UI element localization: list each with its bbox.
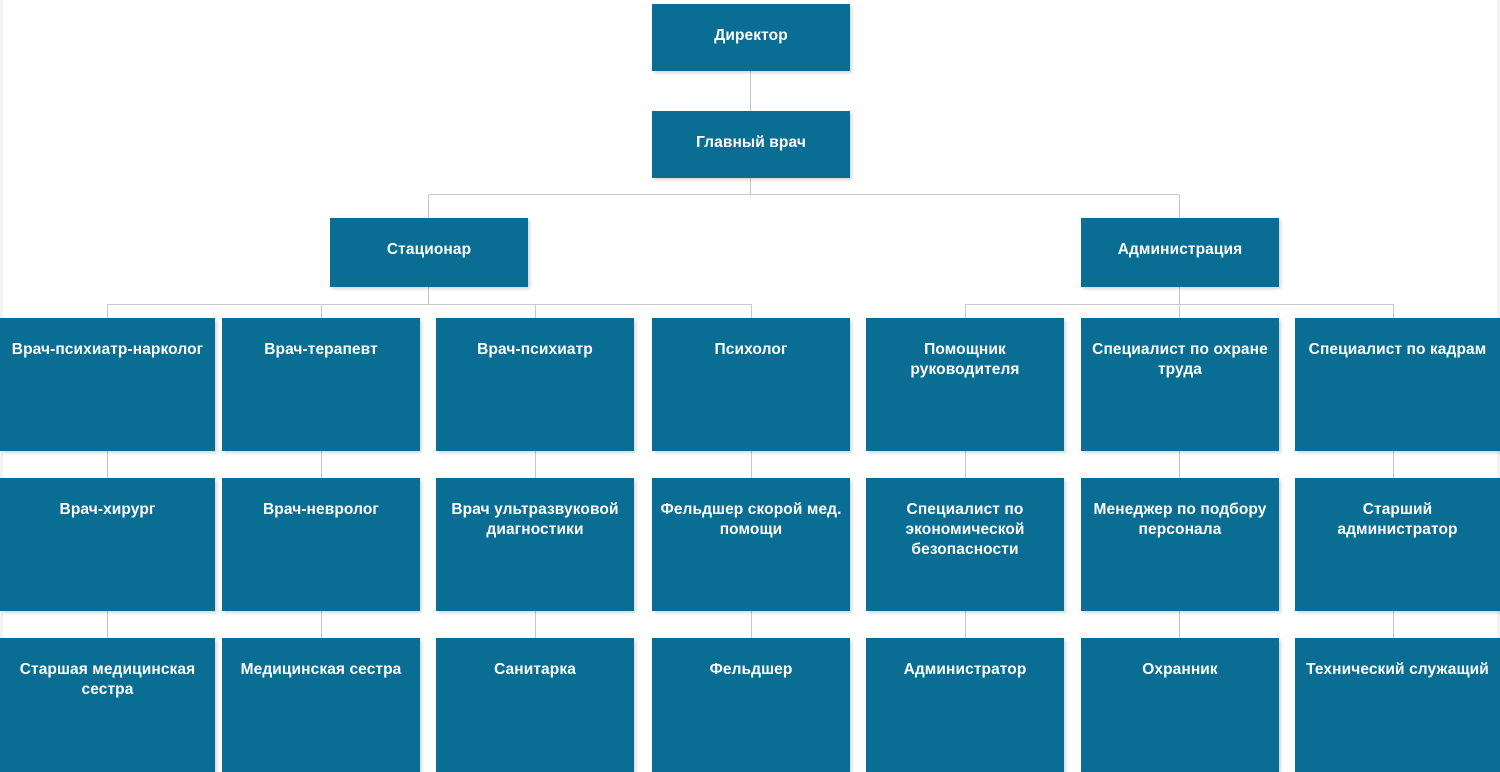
node-chief-doctor[interactable]: Главный врач — [652, 111, 850, 178]
connector-col5-r4-r5 — [965, 451, 966, 478]
node-recruitment-manager-label: Менеджер по подбору персонала — [1093, 501, 1267, 538]
node-recruitment-manager[interactable]: Менеджер по подбору персонала — [1081, 478, 1279, 611]
node-hr-specialist-label: Специалист по кадрам — [1308, 341, 1487, 358]
connector-hospital-child-1 — [107, 304, 108, 318]
connector-hospital-child-4 — [751, 304, 752, 318]
node-economic-security-specialist-label: Специалист по экономической безопасности — [905, 501, 1025, 558]
connector-hospital-child-3 — [535, 304, 536, 318]
node-nurse[interactable]: Медицинская сестра — [222, 638, 420, 772]
node-neurologist[interactable]: Врач-невролог — [222, 478, 420, 611]
connector-admin-child-2 — [1179, 304, 1180, 318]
connector-hospital-drop — [428, 287, 429, 304]
node-administrator[interactable]: Администратор — [866, 638, 1064, 772]
node-emergency-paramedic[interactable]: Фельдшер скорой мед. помощи — [652, 478, 850, 611]
node-hospital[interactable]: Стационар — [330, 218, 528, 287]
node-psychiatrist-narcologist[interactable]: Врач-психиатр-нарколог — [0, 318, 215, 451]
node-therapist-label: Врач-терапевт — [264, 341, 378, 358]
node-psychologist[interactable]: Психолог — [652, 318, 850, 451]
node-psychiatrist-label: Врач-психиатр — [477, 341, 593, 358]
connector-col4-r4-r5 — [751, 451, 752, 478]
node-ultrasound-doctor[interactable]: Врач ультразвуковой диагностики — [436, 478, 634, 611]
node-nurse-label: Медицинская сестра — [240, 661, 402, 678]
node-hr-specialist[interactable]: Специалист по кадрам — [1295, 318, 1500, 451]
connector-col2-r4-r5 — [321, 451, 322, 478]
node-security-guard-label: Охранник — [1142, 661, 1218, 678]
node-director-label: Директор — [714, 27, 788, 44]
node-orderly-label: Санитарка — [494, 661, 576, 678]
node-ultrasound-doctor-label: Врач ультразвуковой диагностики — [451, 501, 619, 538]
connector-admin-child-3 — [1393, 304, 1394, 318]
node-administration-label: Администрация — [1117, 241, 1243, 258]
node-emergency-paramedic-label: Фельдшер скорой мед. помощи — [660, 501, 842, 538]
connector-col7-r4-r5 — [1393, 451, 1394, 478]
connector-director-chief — [750, 71, 751, 111]
connector-col7-r5-r6 — [1393, 611, 1394, 638]
node-psychiatrist[interactable]: Врач-психиатр — [436, 318, 634, 451]
connector-hospital-child-2 — [321, 304, 322, 318]
node-psychiatrist-narcologist-label: Врач-психиатр-нарколог — [11, 341, 204, 358]
connector-level3-bus — [428, 194, 1179, 195]
connector-col1-r4-r5 — [107, 451, 108, 478]
connector-col5-r5-r6 — [965, 611, 966, 638]
node-neurologist-label: Врач-невролог — [263, 501, 379, 518]
node-head-nurse[interactable]: Старшая медицинская сестра — [0, 638, 215, 772]
connector-col3-r4-r5 — [535, 451, 536, 478]
node-economic-security-specialist[interactable]: Специалист по экономической безопасности — [866, 478, 1064, 611]
node-assistant-manager-label: Помощник руководителя — [910, 341, 1020, 378]
connector-col6-r5-r6 — [1179, 611, 1180, 638]
node-senior-administrator[interactable]: Старший администратор — [1295, 478, 1500, 611]
node-paramedic[interactable]: Фельдшер — [652, 638, 850, 772]
node-psychologist-label: Психолог — [714, 341, 788, 358]
connector-chief-drop — [750, 178, 751, 194]
connector-col6-r4-r5 — [1179, 451, 1180, 478]
node-chief-doctor-label: Главный врач — [696, 134, 806, 151]
node-therapist[interactable]: Врач-терапевт — [222, 318, 420, 451]
node-director[interactable]: Директор — [652, 4, 850, 71]
node-labor-safety-specialist-label: Специалист по охране труда — [1092, 341, 1268, 378]
node-paramedic-label: Фельдшер — [709, 661, 793, 678]
node-security-guard[interactable]: Охранник — [1081, 638, 1279, 772]
connector-bus-admin — [1179, 194, 1180, 218]
node-senior-administrator-label: Старший администратор — [1337, 501, 1458, 538]
node-labor-safety-specialist[interactable]: Специалист по охране труда — [1081, 318, 1279, 451]
node-technical-staff[interactable]: Технический служащий — [1295, 638, 1500, 772]
node-assistant-manager[interactable]: Помощник руководителя — [866, 318, 1064, 451]
connector-admin-child-1 — [965, 304, 966, 318]
node-head-nurse-label: Старшая медицинская сестра — [19, 661, 196, 698]
connector-admin-drop — [1179, 287, 1180, 304]
node-surgeon[interactable]: Врач-хирург — [0, 478, 215, 611]
node-administrator-label: Администратор — [903, 661, 1027, 678]
connector-hospital-bus — [107, 304, 751, 305]
connector-col1-r5-r6 — [107, 611, 108, 638]
node-orderly[interactable]: Санитарка — [436, 638, 634, 772]
connector-col2-r5-r6 — [321, 611, 322, 638]
connector-col4-r5-r6 — [751, 611, 752, 638]
connector-col3-r5-r6 — [535, 611, 536, 638]
connector-bus-hospital — [428, 194, 429, 218]
node-technical-staff-label: Технический служащий — [1306, 661, 1489, 678]
node-hospital-label: Стационар — [386, 241, 472, 258]
node-administration[interactable]: Администрация — [1081, 218, 1279, 287]
node-surgeon-label: Врач-хирург — [59, 501, 156, 518]
